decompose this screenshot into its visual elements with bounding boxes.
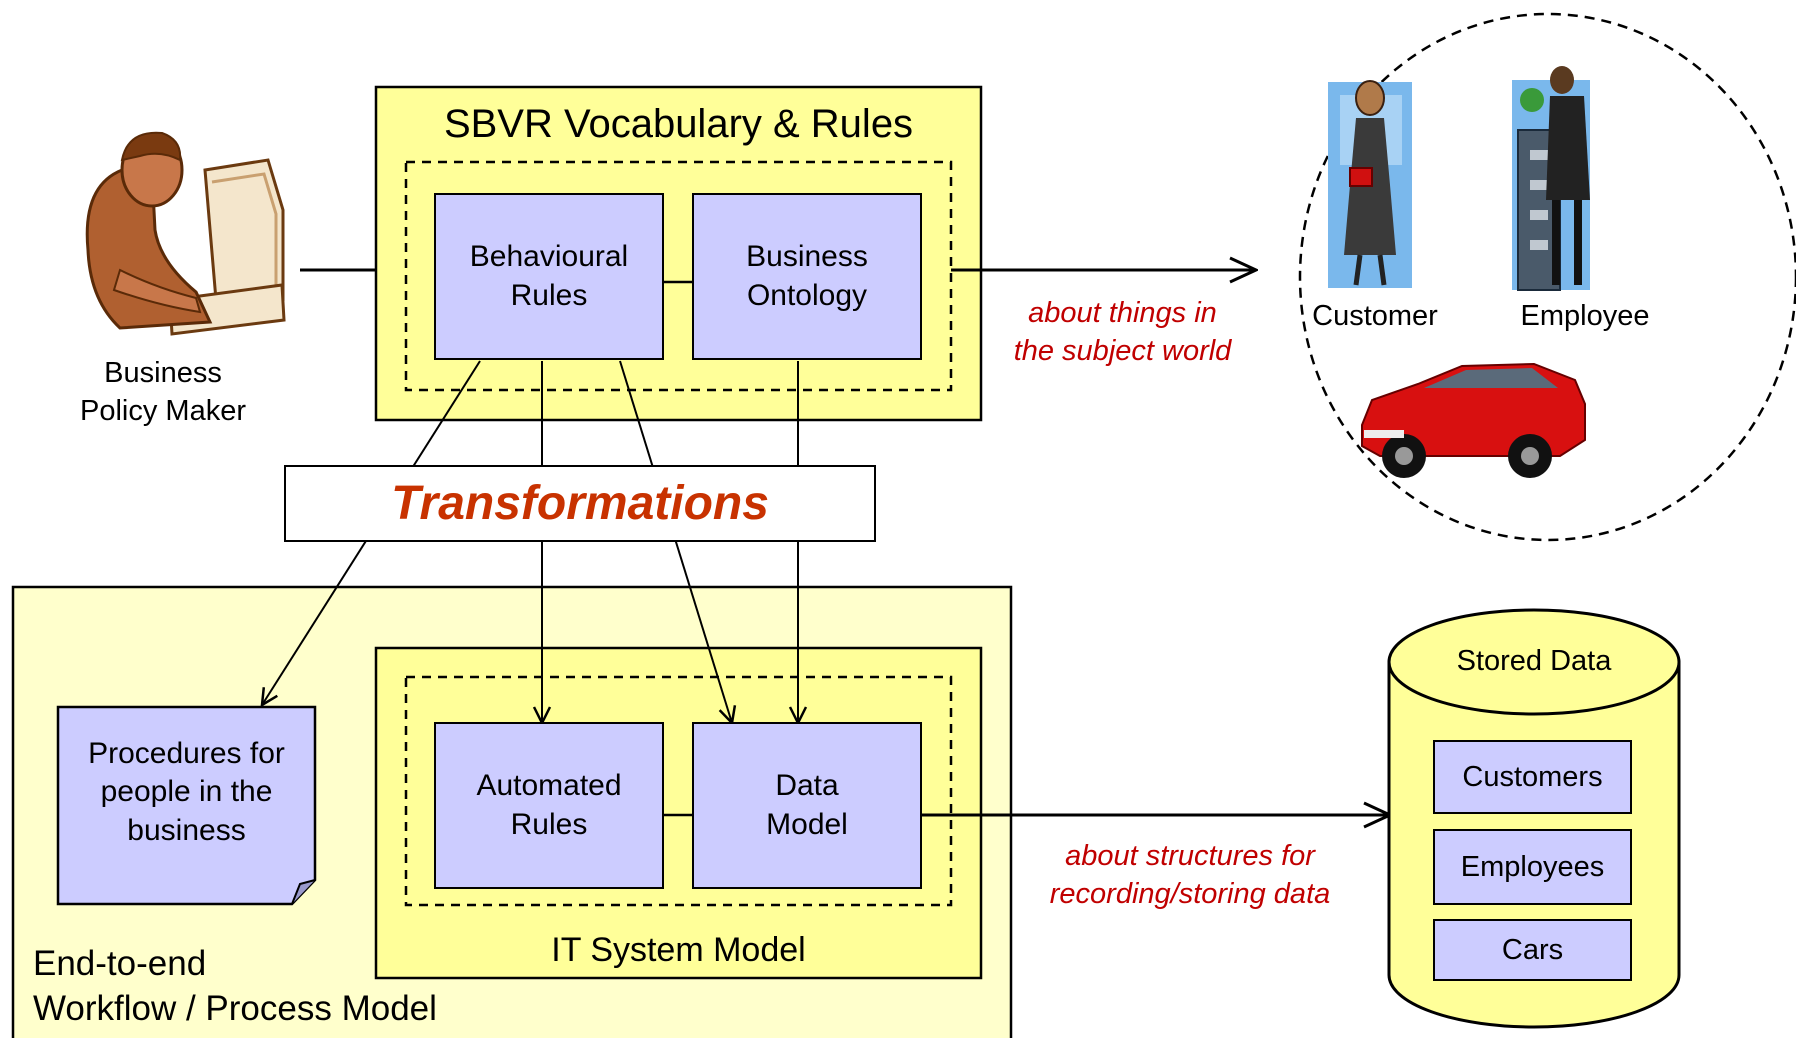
procedures-note-fold bbox=[291, 879, 316, 905]
sbvr-dashed-boundary bbox=[404, 160, 953, 392]
store-customers: Customers bbox=[1433, 740, 1632, 814]
storage-annotation: about structures for recording/storing d… bbox=[1049, 840, 1331, 910]
it-dashed-boundary bbox=[404, 675, 953, 907]
behavioural-rules-label: Behavioural Rules bbox=[469, 240, 629, 312]
sbvr-title: SBVR Vocabulary & Rules bbox=[443, 102, 914, 146]
workflow-label: End-to-end Workflow / Process Model bbox=[33, 944, 437, 1028]
customer-illustration bbox=[1328, 80, 1412, 288]
arrow-rules-to-datamodel bbox=[619, 360, 732, 723]
business-policy-maker-illustration bbox=[85, 131, 286, 336]
policy-maker-label: Business Policy Maker bbox=[80, 357, 246, 427]
data-model-box: Data Model bbox=[692, 722, 922, 889]
procedures-label: Procedures for people in the business bbox=[88, 737, 285, 847]
automated-rules-box: Automated Rules bbox=[434, 722, 664, 889]
transformations-box: Transformations bbox=[284, 465, 876, 542]
stored-data-cylinder-top bbox=[1387, 608, 1681, 716]
stored-data-title: Stored Data bbox=[1456, 645, 1612, 677]
subject-world-annotation: about things in the subject world bbox=[1013, 297, 1232, 367]
business-ontology-box: Business Ontology bbox=[692, 193, 922, 360]
store-cars: Cars bbox=[1433, 919, 1632, 981]
transformations-label: Transformations bbox=[391, 477, 769, 530]
store-cars-label: Cars bbox=[1501, 933, 1564, 966]
store-customers-label: Customers bbox=[1462, 760, 1603, 793]
data-model-label: Data Model bbox=[766, 769, 848, 841]
car-illustration bbox=[1361, 362, 1586, 478]
automated-rules-label: Automated Rules bbox=[476, 769, 622, 841]
employee-illustration bbox=[1512, 66, 1590, 291]
it-system-label: IT System Model bbox=[551, 931, 806, 969]
store-employees-label: Employees bbox=[1460, 850, 1605, 883]
behavioural-rules-box: Behavioural Rules bbox=[434, 193, 664, 360]
store-employees: Employees bbox=[1433, 829, 1632, 905]
subject-world-circle bbox=[1298, 12, 1796, 542]
employee-label: Employee bbox=[1520, 300, 1650, 332]
customer-label: Customer bbox=[1312, 300, 1438, 332]
business-ontology-label: Business Ontology bbox=[746, 240, 868, 312]
